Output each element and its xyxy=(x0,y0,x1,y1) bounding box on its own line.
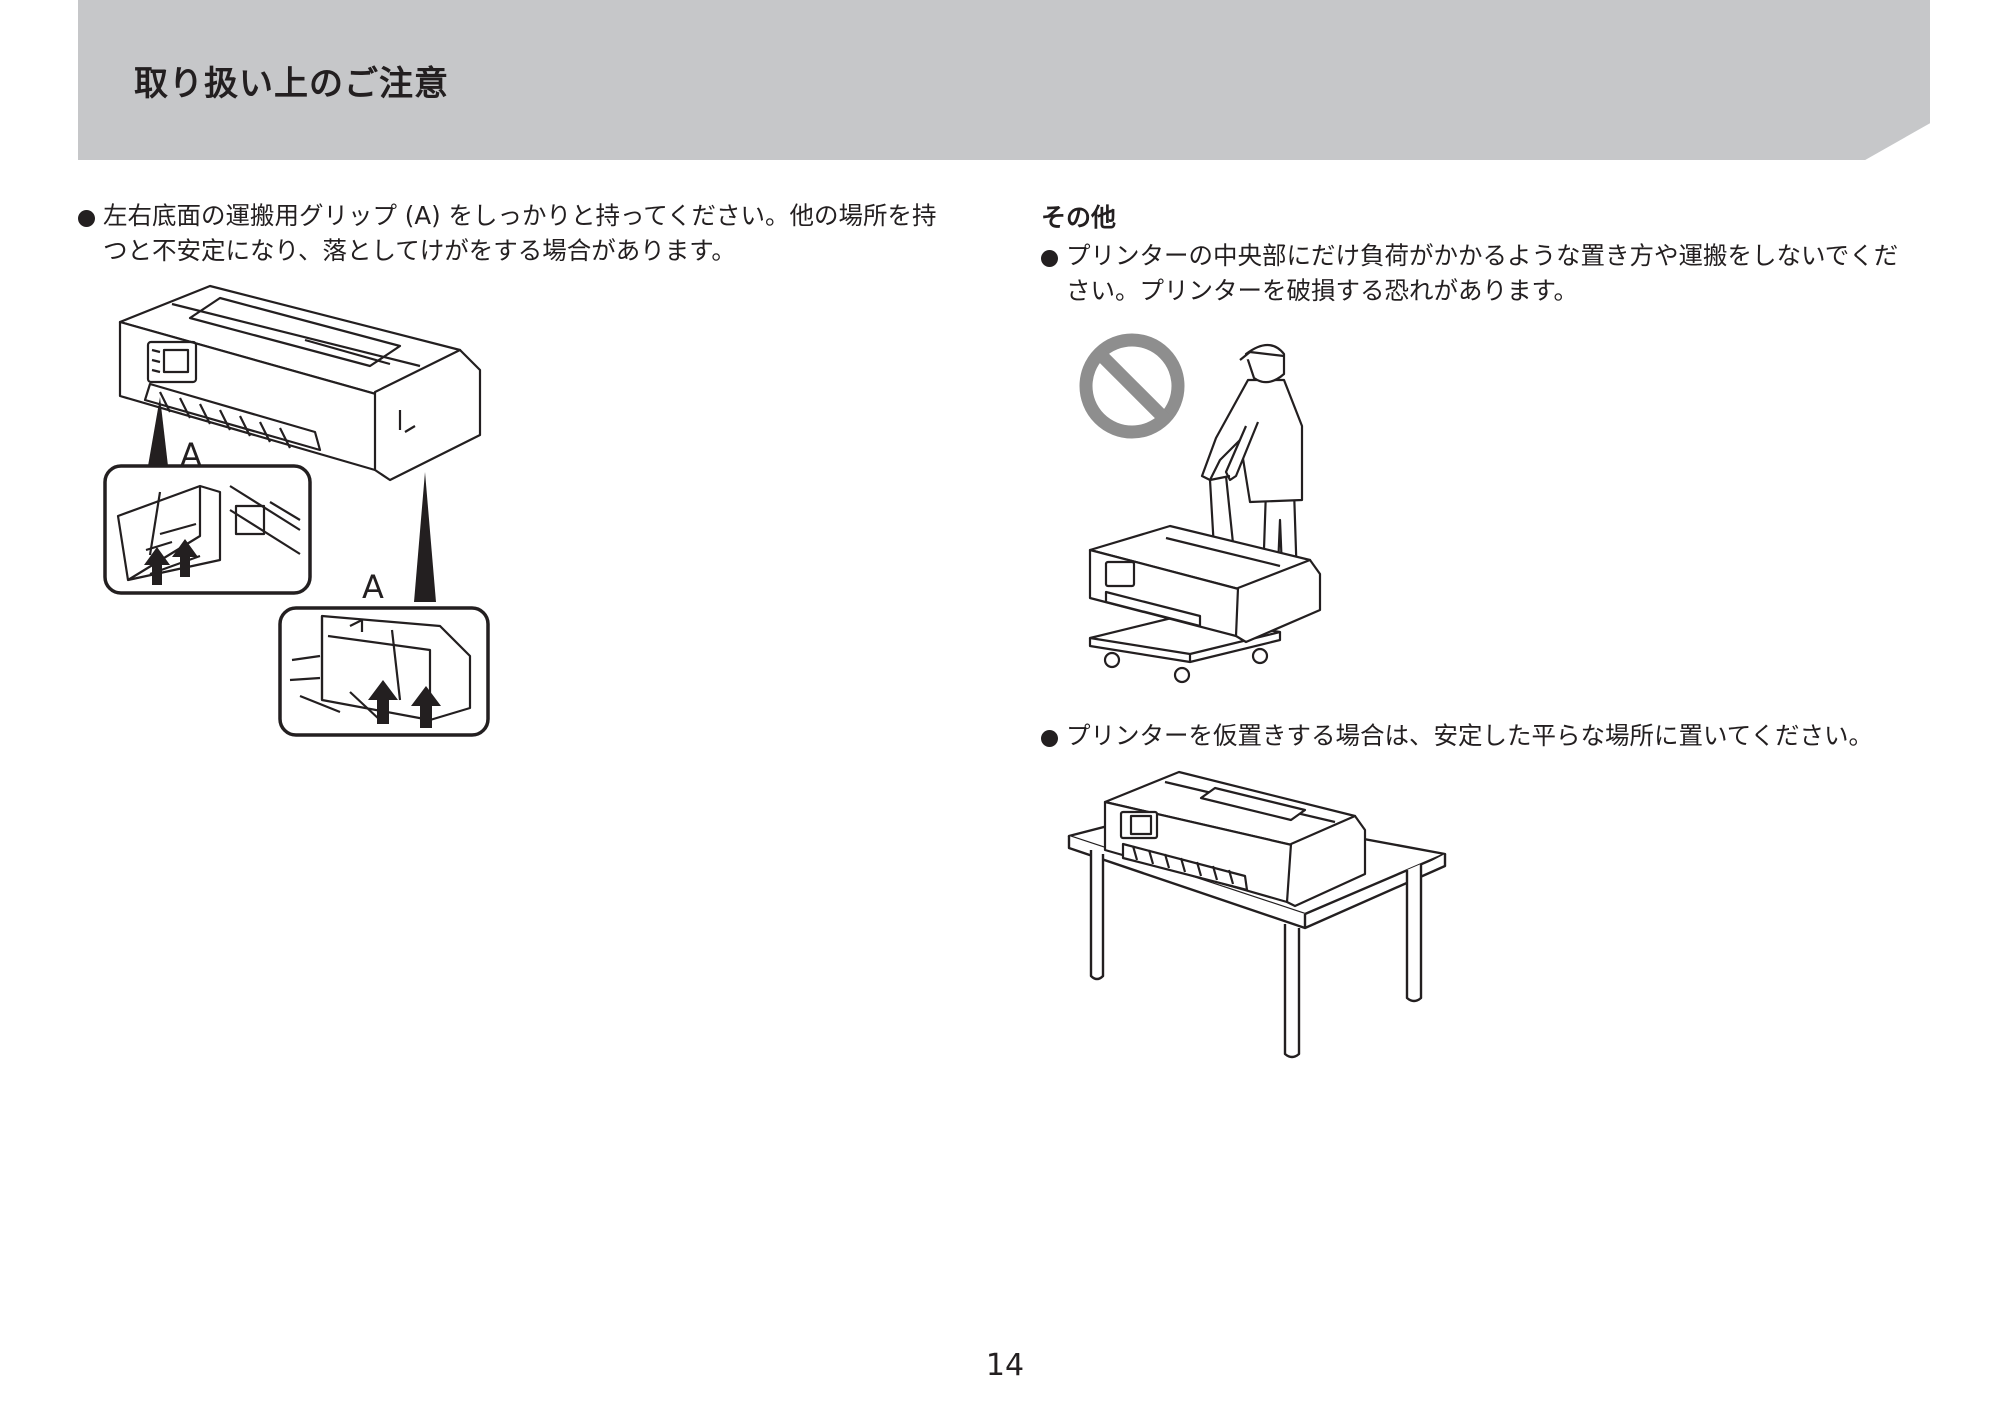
bullet-dot xyxy=(1041,730,1058,747)
bullet-text-line: 左右底面の運搬用グリップ (A) をしっかりと持ってください。他の場所を持 xyxy=(103,201,937,230)
section-title-other: その他 xyxy=(1041,203,1117,232)
up-arrow xyxy=(411,686,441,728)
printer-on-cart xyxy=(1088,524,1322,644)
page-number: 14 xyxy=(985,1348,1025,1383)
printer-on-table xyxy=(1103,770,1367,908)
output-slot xyxy=(143,382,322,452)
bullet-no-center-load: プリンターの中央部にだけ負荷がかかるような置き方や運搬をしないでくだ さい。プリ… xyxy=(1041,238,1898,308)
pointer-right xyxy=(414,472,436,602)
label-a-bottom: A xyxy=(362,568,384,606)
prohibited-cart-figure xyxy=(1079,333,1322,684)
prohibition-icon xyxy=(1079,333,1185,439)
pointer-left xyxy=(148,397,168,466)
bullet-stable-surface: プリンターを仮置きする場合は、安定した平らな場所に置いてください。 xyxy=(1041,718,1873,753)
bullet-text-line: つと不安定になり、落としてけがをする場合があります。 xyxy=(103,236,736,265)
label-a-top: A xyxy=(180,436,202,474)
up-arrow xyxy=(144,547,170,585)
bullet-text-line: さい。プリンターを破損する恐れがあります。 xyxy=(1066,276,1579,305)
header-band xyxy=(78,0,1930,160)
printer-grip-figure: A A xyxy=(103,284,490,737)
up-arrow xyxy=(172,539,198,577)
printer-right-unit xyxy=(373,348,482,482)
bullet-dot xyxy=(78,210,95,227)
printer-on-table-figure xyxy=(1067,770,1447,1059)
up-arrow xyxy=(368,680,398,724)
bullet-carry-grips: 左右底面の運搬用グリップ (A) をしっかりと持ってください。他の場所を持 つと… xyxy=(78,198,937,268)
bullet-dot xyxy=(1041,250,1058,267)
inset-left-grip xyxy=(103,464,312,595)
bullet-text-line: プリンターを仮置きする場合は、安定した平らな場所に置いてください。 xyxy=(1066,721,1874,750)
page-title: 取り扱い上のご注意 xyxy=(134,64,449,104)
control-panel xyxy=(146,340,198,384)
bullet-text-line: プリンターの中央部にだけ負荷がかかるような置き方や運搬をしないでくだ xyxy=(1066,241,1899,270)
